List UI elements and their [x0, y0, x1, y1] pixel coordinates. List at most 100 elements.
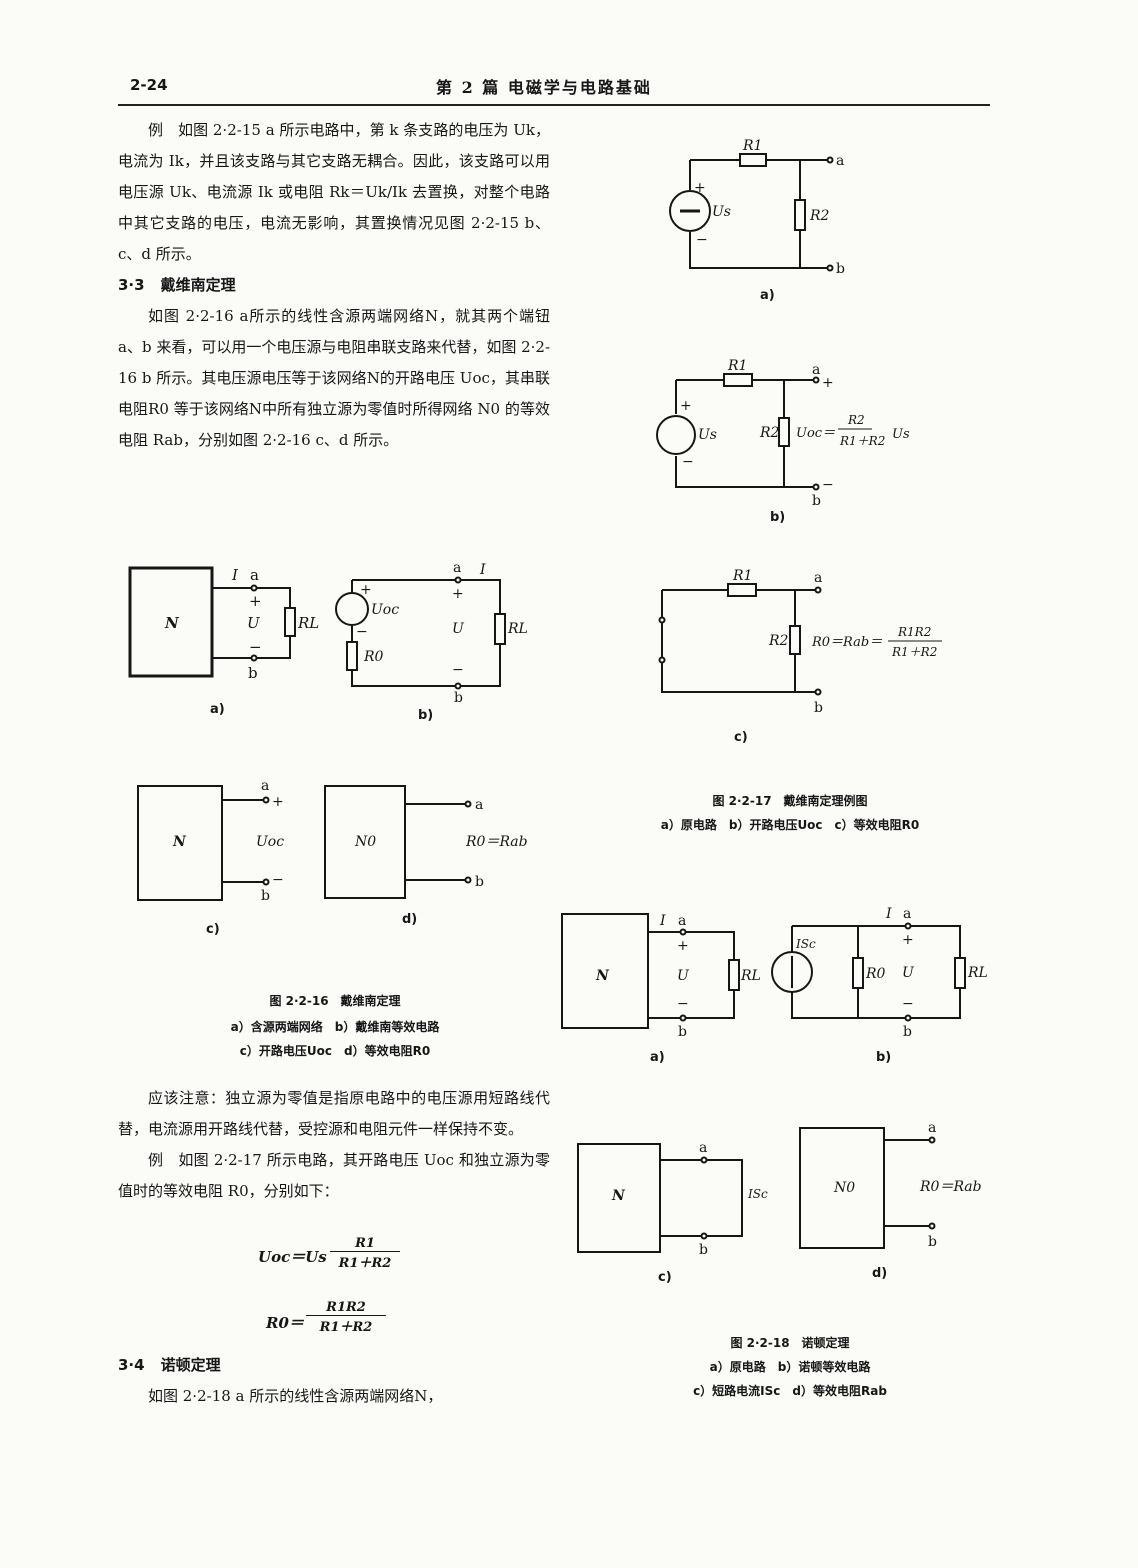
paragraph-thevenin: 如图 2·2-16 a所示的线性含源两端网络N，就其两个端钮 a、b 来看，可以… — [118, 307, 551, 449]
fig16a-terminal-a: a — [250, 566, 259, 584]
fig16b-plus-source: + — [360, 582, 372, 598]
fig18c-terminal-b: b — [699, 1242, 708, 1258]
fig17b-terminal-a: a — [812, 362, 820, 378]
fig16-sub-c: c) — [206, 922, 220, 937]
fig16c-network-box — [137, 785, 223, 901]
fig17b-plus-a: + — [822, 375, 834, 391]
fig18d-label-r0-rab: R0＝Rab — [919, 1179, 982, 1195]
fig16-legend-2: c）开路电压Uoc d）等效电阻R0 — [239, 1044, 431, 1058]
fig16b-voltage-source — [335, 592, 369, 626]
fig18c-label-n: N — [611, 1188, 626, 1204]
fig16b-circuit: + Uoc − R0 a I + U − b RL — [335, 560, 528, 706]
fig17c-formula-den: R1＋R2 — [891, 645, 937, 659]
fig17b-label-r2: R2 — [759, 425, 780, 441]
fig17a-plus: + — [694, 180, 706, 196]
fig18-sub-c: c) — [658, 1270, 672, 1285]
fig17-legend: a）原电路 b）开路电压Uoc c）等效电阻R0 — [660, 818, 920, 832]
fig17b-resistor-r2 — [778, 417, 790, 447]
fig17c-terminal-a: a — [814, 570, 822, 586]
fig16b-label-i: I — [479, 562, 486, 578]
equation-uoc-fraction: R1 R1＋R2 — [330, 1236, 400, 1271]
fig18-caption: 图 2·2-18 诺顿定理 — [730, 1336, 850, 1350]
fig16a-plus: + — [249, 592, 262, 610]
fig18b-current-source — [771, 951, 813, 993]
fig16b-resistor-rl — [494, 613, 506, 645]
fig16a-label-u: U — [247, 614, 261, 632]
fig16d-circuit: N0 a R0＝Rab b — [324, 785, 528, 899]
fig16b-label-uoc: Uoc — [371, 602, 399, 618]
fig16a-circuit: N I a + U − b RL — [128, 566, 319, 682]
running-title: 第 2 篇 电磁学与电路基础 — [436, 78, 652, 97]
paragraph-norton: 如图 2·2-18 a 所示的线性含源两端网络N， — [148, 1387, 443, 1405]
fig18b-resistor-r0 — [852, 957, 864, 989]
fig17b-minus-b: − — [822, 477, 834, 493]
fig18c-terminal-a: a — [699, 1140, 707, 1156]
fig17b-formula-num: R2 — [847, 413, 865, 427]
fig18c-circuit: N a ISc b — [577, 1140, 768, 1258]
fig17c-label-r1: R1 — [732, 568, 752, 584]
fig17b-formula-den: R1＋R2 — [839, 434, 885, 448]
fig17b-voltage-source — [656, 415, 696, 455]
fig16b-plus: + — [452, 586, 464, 602]
fig17c-resistor-r2 — [789, 625, 801, 655]
equation-uoc: Uoc＝Us — [258, 1248, 327, 1266]
fig18b-terminal-a: a — [903, 906, 911, 922]
fig17b-minus: − — [682, 454, 694, 470]
fig18b-label-r0: R0 — [865, 966, 886, 982]
fig16a-terminal-b: b — [248, 664, 258, 682]
equation-r0: R0＝ — [266, 1314, 304, 1332]
fig17b-label-r1: R1 — [727, 358, 747, 374]
fig16d-terminal-b: b — [475, 874, 484, 890]
fig17a-circuit: R1 R2 Us + − a b — [669, 138, 845, 277]
page-number: 2-24 — [130, 76, 168, 94]
paragraph-example-thevenin: 例 如图 2·2-17 所示电路，其开路电压 Uoc 和独立源为零值时的等效电阻… — [118, 1151, 550, 1200]
fig16-sub-b: b) — [418, 708, 434, 723]
fig16b-label-rl: RL — [507, 621, 528, 637]
fig17c-formula-lhs: R0＝Rab＝ — [811, 635, 882, 650]
fig17-sub-b: b) — [770, 510, 786, 525]
fig16d-network-box — [324, 785, 406, 899]
fig17b-terminal-b: b — [812, 493, 821, 509]
fig17c-label-r2: R2 — [768, 633, 789, 649]
fig16b-terminal-b: b — [454, 690, 463, 706]
fig17c-resistor-r1 — [727, 583, 757, 597]
fig17-sub-c: c) — [734, 730, 748, 745]
fig18a-terminal-a: a — [678, 913, 686, 929]
fig18c-label-isc: ISc — [747, 1187, 768, 1201]
fig16b-minus: − — [452, 662, 464, 678]
fig16-legend-1: a）含源两端网络 b）戴维南等效电路 — [230, 1020, 440, 1034]
fig16b-label-u: U — [452, 621, 465, 637]
fig18a-label-rl: RL — [740, 968, 761, 984]
fig17-caption: 图 2·2-17 戴维南定理例图 — [712, 794, 868, 808]
fig17-sub-a: a) — [760, 288, 775, 303]
paragraph-note: 应该注意：独立源为零值是指原电路中的电压源用短路线代替，电流源用开路线代替，受控… — [118, 1089, 550, 1138]
fig18b-label-i: I — [885, 906, 892, 922]
fig18a-label-u: U — [677, 968, 690, 984]
fig18b-minus: − — [902, 996, 914, 1012]
fig16a-label-i: I — [231, 566, 239, 584]
fig18b-label-u: U — [902, 965, 915, 981]
fig16-sub-a: a) — [210, 702, 225, 717]
fig16a-label-n: N — [164, 614, 180, 632]
fig16a-network-box — [128, 566, 214, 678]
fig18-sub-d: d) — [872, 1266, 888, 1281]
text-column-lower: 应该注意：独立源为零值是指原电路中的电压源用短路线代替，电流源用开路线代替，受控… — [118, 1083, 550, 1207]
fig18a-plus: + — [677, 938, 689, 954]
text-column: 例 如图 2·2-15 a 所示电路中，第 k 条支路的电压为 Uk，电流为 I… — [118, 115, 550, 456]
fig18c-network-box — [577, 1143, 661, 1253]
fig17a-minus: − — [696, 232, 708, 248]
fig17a-terminal-b: b — [836, 261, 845, 277]
fig16a-resistor-rl — [284, 607, 296, 637]
fig16b-terminal-a: a — [453, 560, 461, 576]
page-header: 2-24 第 2 篇 电磁学与电路基础 — [118, 72, 990, 106]
fig18a-label-i: I — [659, 913, 666, 929]
fig17c-formula-num: R1R2 — [897, 625, 931, 639]
fig16a-minus: − — [249, 638, 262, 656]
fig18-legend-2: c）短路电流ISc d）等效电阻Rab — [693, 1384, 887, 1398]
fig18d-circuit: N0 a R0＝Rab b — [799, 1120, 982, 1250]
fig17b-circuit: R1 R2 Us + − a + b − Uoc＝ R2 R1＋R2 Us — [656, 358, 910, 509]
fig16d-label-n0: N0 — [354, 834, 376, 850]
fig18b-plus: + — [902, 932, 914, 948]
